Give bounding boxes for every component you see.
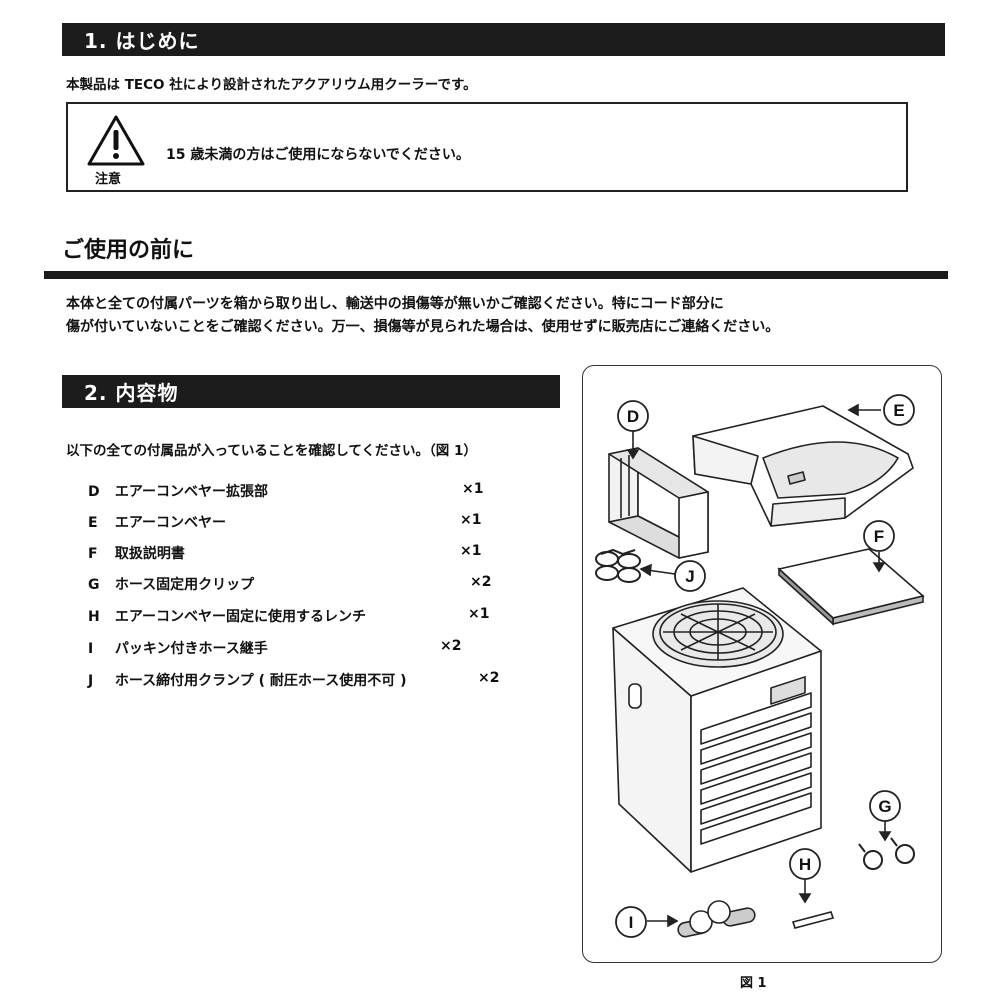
hose-fitting-part — [677, 900, 756, 938]
item-name: エアーコンベヤー拡張部 — [114, 484, 269, 500]
section-1-heading-text: 1. はじめに — [84, 29, 200, 53]
caution-label: 注意 — [95, 172, 122, 187]
hose-clip-part — [858, 837, 915, 870]
air-conveyor-part — [692, 405, 914, 527]
list-item: E エアーコンベヤー — [88, 512, 226, 532]
list-item: H エアーコンベヤー固定に使用するレンチ — [88, 606, 366, 626]
hose-clamp-part — [595, 548, 641, 583]
label-circle-e — [883, 394, 915, 426]
section-2-heading: 2. 内容物 — [62, 375, 560, 408]
figure-label-e: E — [893, 401, 904, 420]
warning-triangle-icon — [87, 115, 145, 166]
label-circle-f — [863, 520, 895, 552]
item-letter: G — [88, 577, 100, 593]
figure-label-j: J — [685, 567, 694, 586]
item-quantity: ×1 — [460, 512, 482, 528]
caution-box: 注意 15 歳未満の方はご使用にならないでください。 — [66, 102, 908, 192]
contents-intro-text: 以下の全ての付属品が入っていることを確認してください。（図 1） — [66, 443, 477, 459]
item-name: エアーコンベヤー固定に使用するレンチ — [114, 609, 367, 625]
figure-label-d: D — [627, 407, 639, 426]
section-2-heading-text: 2. 内容物 — [84, 381, 179, 405]
before-use-text-line-2: 傷が付いていないことをご確認ください。万一、損傷等が見られた場合は、使用せずに販… — [66, 319, 780, 335]
list-item: I パッキン付きホース継手 — [88, 638, 268, 658]
list-item: G ホース固定用クリップ — [88, 574, 254, 594]
parts-figure: D E F J G H I — [582, 365, 942, 963]
item-quantity: ×1 — [462, 481, 484, 497]
item-letter: D — [88, 484, 100, 500]
figure-label-g: G — [878, 797, 891, 816]
label-circle-g — [869, 790, 901, 822]
list-item: F 取扱説明書 — [88, 543, 185, 563]
list-item: D エアーコンベヤー拡張部 — [88, 481, 268, 501]
item-letter: I — [88, 641, 94, 657]
figure-caption: 図 1 — [740, 976, 767, 991]
item-name: パッキン付きホース継手 — [114, 641, 268, 657]
cooler-unit — [612, 587, 822, 873]
section-1-heading: 1. はじめに — [62, 23, 945, 56]
item-quantity: ×1 — [460, 543, 482, 559]
wrench-part — [791, 911, 835, 929]
figure-label-f: F — [874, 527, 884, 546]
item-name: ホース締付用クランプ ( 耐圧ホース使用不可 ) — [114, 673, 407, 689]
item-name: 取扱説明書 — [114, 546, 185, 562]
figure-label-h: H — [799, 855, 811, 874]
item-letter: J — [88, 673, 94, 689]
caution-text: 15 歳未満の方はご使用にならないでください。 — [166, 147, 470, 163]
item-name: エアーコンベヤー — [114, 515, 227, 531]
label-circle-d — [617, 400, 649, 432]
item-quantity: ×2 — [478, 670, 500, 686]
intro-text: 本製品は TECO 社により設計されたアクアリウム用クーラーです。 — [66, 77, 477, 93]
instruction-manual-part — [777, 548, 925, 626]
air-conveyor-extension-part — [608, 447, 709, 559]
before-use-text-line-1: 本体と全ての付属パーツを箱から取り出し、輸送中の損傷等が無いかご確認ください。特… — [66, 296, 724, 312]
figure-label-i: I — [629, 913, 634, 932]
label-circle-j — [674, 560, 706, 592]
item-letter: E — [88, 515, 98, 531]
parts-illustration: D E F J G H I — [595, 394, 925, 938]
item-quantity: ×2 — [440, 638, 462, 654]
label-circle-h — [789, 848, 821, 880]
item-quantity: ×1 — [468, 606, 490, 622]
item-letter: H — [88, 609, 100, 625]
item-quantity: ×2 — [470, 574, 492, 590]
item-name: ホース固定用クリップ — [114, 577, 255, 593]
before-use-heading: ご使用の前に — [62, 238, 195, 263]
item-letter: F — [88, 546, 98, 562]
heading-divider — [44, 271, 948, 279]
label-circle-i — [615, 906, 647, 938]
list-item: J ホース締付用クランプ ( 耐圧ホース使用不可 ) — [88, 670, 406, 690]
